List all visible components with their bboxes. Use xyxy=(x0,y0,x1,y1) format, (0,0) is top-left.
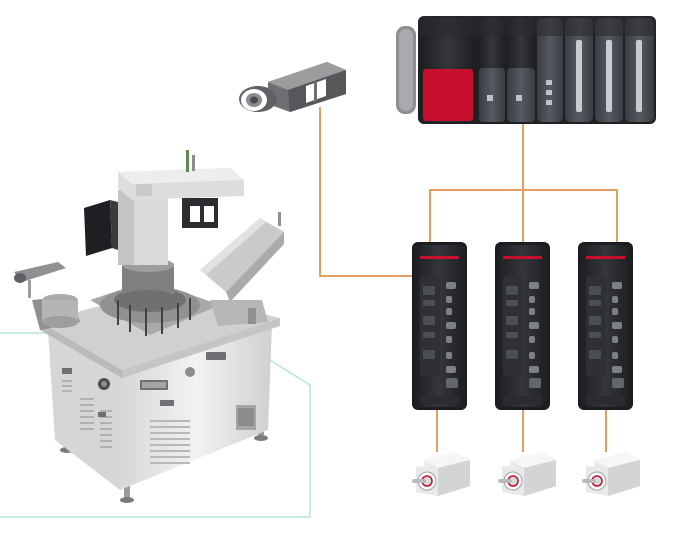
machine-icon xyxy=(14,150,284,503)
motor-icon xyxy=(412,452,470,496)
drive-icon xyxy=(412,242,467,410)
camera-cable xyxy=(319,107,412,277)
plc-icon xyxy=(396,16,656,124)
machine-outline xyxy=(0,332,311,518)
cable-lines xyxy=(319,107,618,452)
motor-icon xyxy=(498,452,556,496)
servo-motors xyxy=(412,452,640,496)
camera-icon xyxy=(239,62,346,112)
motor-icon xyxy=(582,452,640,496)
drive-icon xyxy=(495,242,550,410)
servo-drives xyxy=(412,242,633,410)
drive-icon xyxy=(578,242,633,410)
